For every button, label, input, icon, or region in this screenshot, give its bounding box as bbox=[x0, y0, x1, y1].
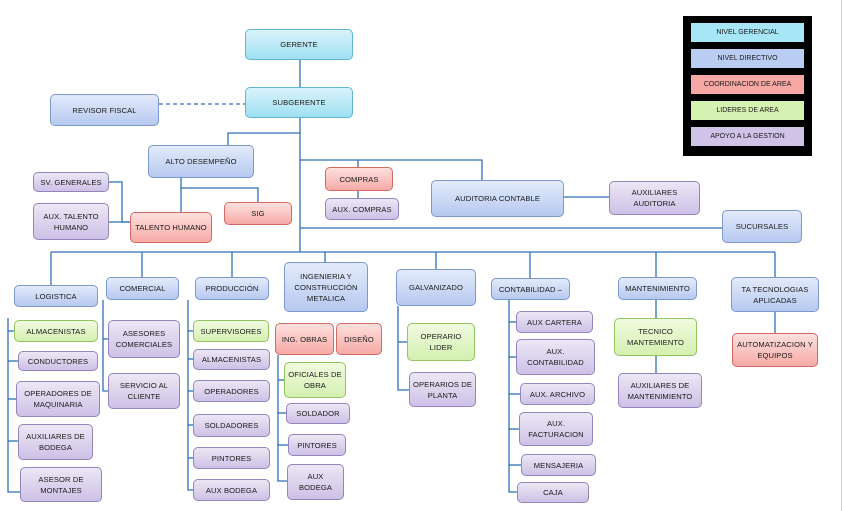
node-logistica: LOGISTICA bbox=[14, 285, 98, 307]
node-prod-pintores: PINTORES bbox=[193, 447, 270, 469]
node-compras: COMPRAS bbox=[325, 167, 393, 191]
node-aux-contabilidad: AUX. CONTABILIDAD bbox=[516, 339, 595, 375]
connector bbox=[277, 355, 287, 482]
connector bbox=[300, 159, 483, 180]
connector bbox=[109, 181, 130, 223]
node-aux-facturacion: AUX. FACTURACION bbox=[519, 412, 593, 446]
node-mantenimiento: MANTENIMIENTO bbox=[618, 277, 697, 300]
node-automatizacion: AUTOMATIZACION Y EQUIPOS bbox=[732, 333, 818, 367]
node-operario-lider: OPERARIO LIDER bbox=[407, 323, 475, 361]
node-sucursales: SUCURSALES bbox=[722, 210, 802, 243]
node-ing-soldador: SOLDADOR bbox=[286, 403, 350, 424]
connector bbox=[397, 306, 409, 391]
node-diseno: DISEÑO bbox=[336, 323, 382, 355]
node-alto-desempeno: ALTO DESEMPEÑO bbox=[148, 145, 254, 178]
node-prod-almacenistas: ALMACENISTAS bbox=[193, 349, 270, 370]
legend-coordinacion-area: COORDINACION DE AREA bbox=[691, 75, 804, 94]
connector bbox=[187, 300, 193, 491]
node-talento-humano: TALENTO HUMANO bbox=[130, 212, 212, 243]
node-revisor-fiscal: REVISOR FISCAL bbox=[50, 94, 159, 126]
legend-apoyo-gestion: APOYO A LA GESTION bbox=[691, 127, 804, 146]
node-auxiliares-bodega: AUXILIARES DE BODEGA bbox=[18, 424, 93, 460]
node-prod-aux-bodega: AUX BODEGA bbox=[193, 479, 270, 501]
node-operarios-planta: OPERARIOS DE PLANTA bbox=[409, 372, 476, 407]
node-oficiales-obra: OFICIALES DE OBRA bbox=[284, 362, 346, 398]
node-servicio-cliente: SERVICIO AL CLIENTE bbox=[108, 373, 180, 409]
connector bbox=[102, 300, 108, 392]
connector bbox=[508, 300, 517, 493]
node-gerente: GERENTE bbox=[245, 29, 353, 60]
node-sig: SIG bbox=[224, 202, 292, 225]
node-produccion: PRODUCCIÓN bbox=[195, 277, 269, 300]
node-contabilidad: CONTABILIDAD – bbox=[491, 278, 570, 300]
node-sv-generales: SV. GENERALES bbox=[33, 172, 109, 192]
legend-nivel-gerencial: NIVEL GERENCIAL bbox=[691, 23, 804, 42]
node-auditoria-contable: AUDITORIA CONTABLE bbox=[431, 180, 564, 217]
node-auxiliares-auditoria: AUXILIARES AUDITORIA bbox=[609, 181, 700, 215]
node-operadores-maquinaria: OPERADORES DE MAQUINARIA bbox=[16, 381, 100, 417]
node-aux-talento-humano: AUX. TALENTO HUMANO bbox=[33, 203, 109, 240]
node-aux-cartera: AUX CARTERA bbox=[516, 311, 593, 333]
connector bbox=[180, 178, 259, 202]
node-asesor-montajes: ASESOR DE MONTAJES bbox=[20, 467, 102, 502]
legend-lideres-area: LIDERES DE AREA bbox=[691, 101, 804, 120]
legend-nivel-directivo: NIVEL DIRECTIVO bbox=[691, 49, 804, 68]
node-ing-aux-bodega: AUX BODEGA bbox=[287, 464, 344, 500]
connector bbox=[7, 318, 20, 493]
node-conductores: CONDUCTORES bbox=[18, 351, 98, 371]
node-ta-tecnologias: TA TECNOLOGIAS APLICADAS bbox=[731, 277, 819, 312]
node-supervisores: SUPERVISORES bbox=[193, 320, 269, 342]
node-ing-obras: ING. OBRAS bbox=[275, 323, 334, 355]
node-almacenistas: ALMACENISTAS bbox=[14, 320, 98, 342]
connector bbox=[227, 132, 300, 145]
legend: NIVEL GERENCIAL NIVEL DIRECTIVO COORDINA… bbox=[683, 16, 812, 156]
node-comercial: COMERCIAL bbox=[106, 277, 179, 300]
node-ingenieria: INGENIERIA Y CONSTRUCCIÓN METALICA bbox=[284, 262, 368, 312]
node-prod-operadores: OPERADORES bbox=[193, 380, 270, 402]
node-aux-archivo: AUX. ARCHIVO bbox=[520, 383, 595, 405]
node-caja: CAJA bbox=[517, 482, 589, 503]
node-prod-soldadores: SOLDADORES bbox=[193, 414, 270, 437]
node-galvanizado: GALVANIZADO bbox=[396, 269, 476, 306]
node-subgerente: SUBGERENTE bbox=[245, 87, 353, 118]
node-aux-compras: AUX. COMPRAS bbox=[325, 198, 399, 220]
node-mensajeria: MENSAJERIA bbox=[521, 454, 596, 476]
node-ing-pintores: PINTORES bbox=[288, 434, 346, 456]
node-asesores-comerciales: ASESORES COMERCIALES bbox=[108, 320, 180, 358]
node-auxiliares-mantenimiento: AUXILIARES DE MANTENIMIENTO bbox=[618, 373, 702, 408]
node-tecnico-mantenimiento: TECNICO MANTEMIENTO bbox=[614, 318, 697, 356]
